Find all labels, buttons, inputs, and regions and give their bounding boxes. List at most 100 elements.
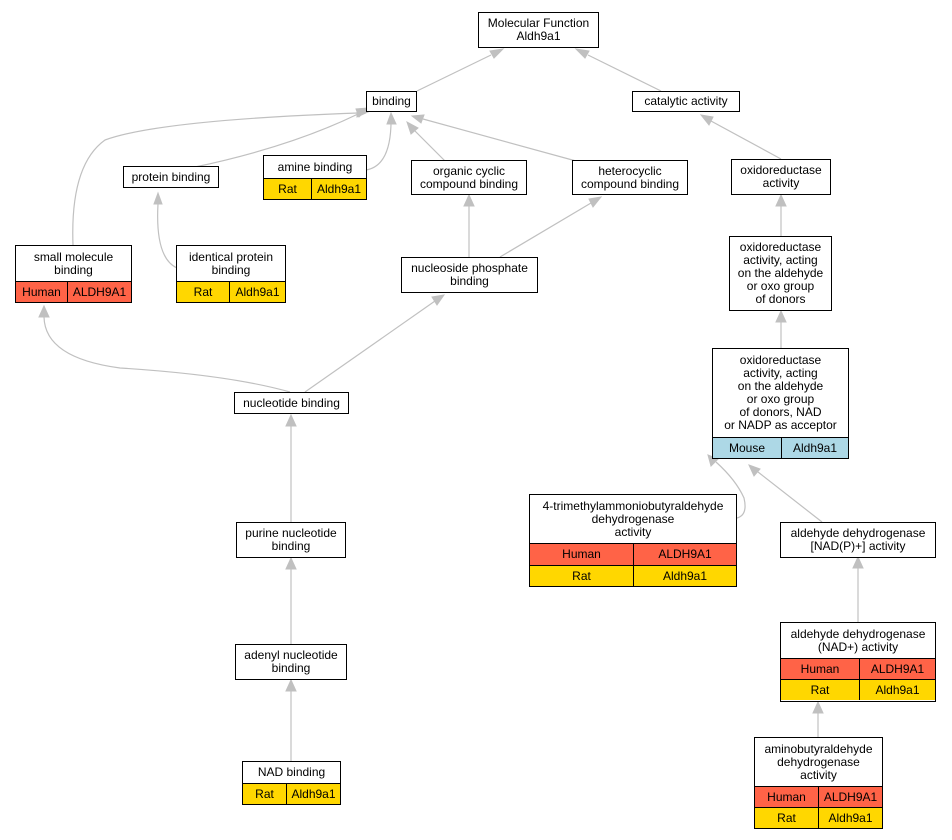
node-label: nucleoside phosphate binding — [411, 261, 528, 288]
node-label: protein binding — [131, 169, 211, 184]
species-cell: Rat — [193, 284, 213, 299]
node-oxidoreductase-acting-aldehyde[interactable]: oxidoreductase activity, acting on the a… — [729, 236, 832, 311]
node-oxidoreductase-nad-nadp-acceptor[interactable]: oxidoreductase activity, acting on the a… — [712, 348, 849, 459]
annotation-row-rat: Rat Aldh9a1 — [781, 679, 935, 700]
annotation-row-rat: Rat Aldh9a1 — [755, 807, 882, 828]
node-label: NAD binding — [257, 765, 326, 779]
edge-nucleoside-to-heterocyclic — [499, 202, 592, 258]
node-oxidoreductase-activity[interactable]: oxidoreductase activity — [731, 159, 831, 195]
annotation-row-rat: Rat Aldh9a1 — [264, 178, 366, 199]
node-label: purine nucleotide binding — [245, 526, 337, 553]
node-identical-protein-binding[interactable]: identical protein binding Rat Aldh9a1 — [176, 245, 286, 303]
edge-heterocyclic-to-binding — [422, 118, 577, 162]
gene-cell: ALDH9A1 — [818, 787, 882, 807]
arrowhead — [285, 678, 297, 692]
node-nucleotide-binding[interactable]: nucleotide binding — [234, 392, 349, 414]
node-purine-nucleotide-binding[interactable]: purine nucleotide binding — [236, 522, 346, 558]
edge-oxidoreductase-to-catalytic — [710, 120, 782, 160]
arrowhead — [285, 556, 297, 570]
node-label: Molecular Function Aldh9a1 — [487, 16, 590, 43]
arrowhead — [406, 120, 419, 135]
gene-cell: ALDH9A1 — [67, 282, 131, 302]
species-cell: Mouse — [728, 440, 766, 455]
edge-trimethyl-to-oxido-nad — [715, 461, 746, 519]
gene-cell: ALDH9A1 — [633, 544, 736, 565]
edge-nucleotide-to-nucleoside — [304, 300, 436, 393]
edge-nucleotide-to-small-molecule — [43, 316, 291, 393]
edge-amine-to-binding — [365, 123, 392, 171]
edge-catalytic-to-mf — [587, 54, 662, 92]
annotation-row-human: Human ALDH9A1 — [755, 786, 882, 807]
node-label: organic cyclic compound binding — [419, 163, 519, 191]
annotation-row-mouse: Mouse Aldh9a1 — [713, 437, 848, 458]
node-aldehyde-dehydrogenase-nad[interactable]: aldehyde dehydrogenase (NAD+) activity H… — [780, 622, 936, 702]
arrowhead — [775, 193, 787, 207]
node-binding[interactable]: binding — [366, 91, 417, 112]
node-label: amine binding — [277, 159, 353, 174]
gene-cell: Aldh9a1 — [311, 179, 366, 199]
edge-protein-binding-to-binding — [194, 113, 359, 168]
node-trimethylammoniobutyraldehyde-dehydrogenase[interactable]: 4-trimethylammoniobutyraldehyde dehydrog… — [529, 494, 737, 587]
species-cell: Rat — [572, 568, 591, 583]
node-label: nucleotide binding — [243, 395, 340, 410]
node-molecular-function[interactable]: Molecular Function Aldh9a1 — [478, 12, 599, 48]
node-label: adenyl nucleotide binding — [244, 648, 338, 675]
edge-small-molecule-to-binding — [72, 112, 359, 246]
arrowhead — [431, 294, 446, 306]
gene-cell: Aldh9a1 — [818, 808, 882, 828]
node-label: heterocyclic compound binding — [580, 163, 680, 191]
species-cell: Rat — [278, 181, 297, 196]
species-cell: Rat — [777, 810, 796, 825]
node-label: oxidoreductase activity, acting on the a… — [737, 240, 824, 306]
node-small-molecule-binding[interactable]: small molecule binding Human ALDH9A1 — [15, 245, 132, 303]
annotation-row-human: Human ALDH9A1 — [530, 543, 736, 565]
node-aldehyde-dehydrogenase-nadp[interactable]: aldehyde dehydrogenase [NAD(P)+] activit… — [780, 522, 936, 558]
arrowhead — [489, 48, 505, 59]
species-cell: Rat — [255, 786, 274, 801]
annotation-row-human: Human ALDH9A1 — [16, 281, 131, 302]
species-cell: Human — [800, 661, 840, 676]
node-label: small molecule binding — [33, 249, 114, 277]
arrowhead — [574, 48, 590, 59]
annotation-row-rat: Rat Aldh9a1 — [243, 783, 340, 804]
node-heterocyclic-compound-binding[interactable]: heterocyclic compound binding — [572, 160, 688, 195]
edge-aldh-nadp-to-oxido-nad — [757, 471, 823, 523]
node-label: oxidoreductase activity, acting on the a… — [724, 353, 837, 432]
edge-organic-to-binding — [414, 130, 446, 162]
arrowhead — [410, 114, 425, 124]
node-nad-binding[interactable]: NAD binding Rat Aldh9a1 — [242, 761, 341, 805]
edge-identical-to-protein — [157, 203, 178, 269]
arrowhead — [699, 114, 714, 126]
node-aminobutyraldehyde-dehydrogenase[interactable]: aminobutyraldehyde dehydrogenase activit… — [754, 737, 883, 829]
node-nucleoside-phosphate-binding[interactable]: nucleoside phosphate binding — [401, 257, 538, 293]
arrowhead — [775, 309, 787, 323]
node-catalytic-activity[interactable]: catalytic activity — [632, 91, 740, 112]
arrowhead — [463, 193, 475, 207]
node-label: binding — [372, 94, 411, 108]
gene-cell: Aldh9a1 — [781, 438, 848, 458]
arrowhead — [285, 413, 297, 427]
node-amine-binding[interactable]: amine binding Rat Aldh9a1 — [263, 155, 367, 200]
species-cell: Human — [562, 547, 601, 561]
node-label: aldehyde dehydrogenase (NAD+) activity — [790, 626, 926, 654]
gene-cell: ALDH9A1 — [859, 659, 935, 679]
species-cell: Rat — [810, 682, 830, 697]
arrowhead — [356, 108, 370, 118]
edge-binding-to-mf — [416, 54, 492, 92]
arrowhead — [153, 191, 163, 205]
arrowhead — [852, 555, 864, 569]
gene-cell: Aldh9a1 — [286, 784, 340, 804]
arrowhead — [812, 700, 824, 714]
node-organic-cyclic-compound-binding[interactable]: organic cyclic compound binding — [411, 160, 527, 195]
arrowhead — [386, 111, 397, 125]
node-protein-binding[interactable]: protein binding — [123, 166, 219, 188]
arrowhead — [748, 464, 761, 477]
node-label: identical protein binding — [188, 249, 274, 277]
node-label: aldehyde dehydrogenase [NAD(P)+] activit… — [790, 526, 926, 553]
node-label: aminobutyraldehyde dehydrogenase activit… — [764, 741, 873, 782]
arrowhead — [38, 304, 50, 318]
node-label: oxidoreductase activity — [740, 163, 822, 190]
node-label: 4-trimethylammoniobutyraldehyde dehydrog… — [542, 498, 724, 539]
node-adenyl-nucleotide-binding[interactable]: adenyl nucleotide binding — [235, 644, 347, 680]
